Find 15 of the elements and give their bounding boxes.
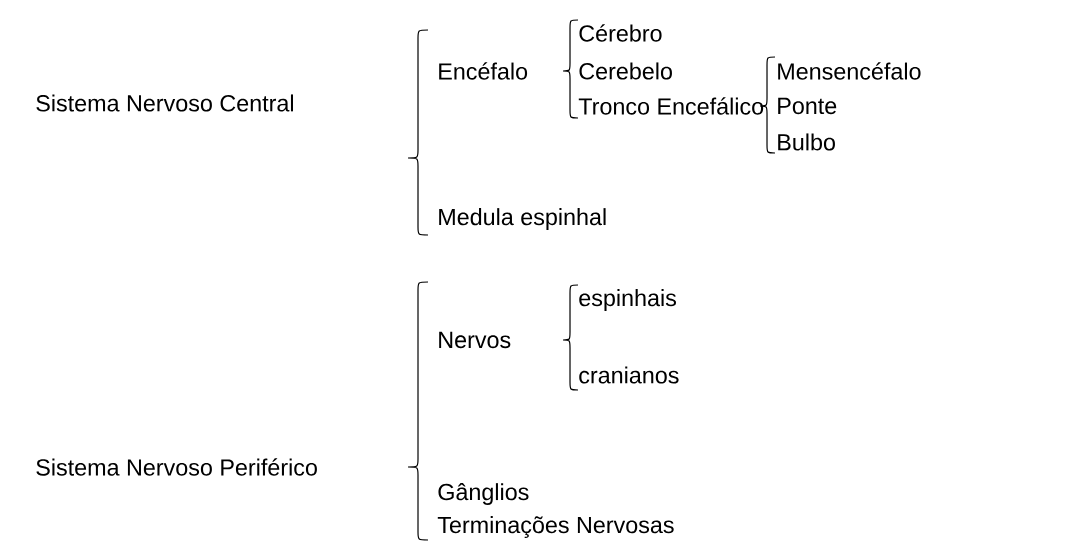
label: espinhais bbox=[579, 289, 676, 311]
label: Cerebelo bbox=[579, 62, 672, 80]
label: Cérebro bbox=[579, 24, 662, 42]
label: Bulbo bbox=[778, 133, 835, 151]
label: Ponte bbox=[778, 97, 837, 115]
label: Gânglios bbox=[438, 483, 529, 505]
label: Mensencéfalo bbox=[778, 62, 921, 80]
label: Encéfalo bbox=[439, 62, 528, 80]
label: Tronco Encefálico bbox=[578, 97, 764, 115]
label: Nervos bbox=[439, 331, 511, 349]
label: Medula espinhal bbox=[439, 208, 606, 230]
label: Sistema Nervoso Central bbox=[36, 94, 293, 112]
label: Terminações Nervosas bbox=[437, 516, 674, 538]
label: Sistema Nervoso Periférico bbox=[36, 458, 317, 476]
label: cranianos bbox=[579, 366, 679, 384]
